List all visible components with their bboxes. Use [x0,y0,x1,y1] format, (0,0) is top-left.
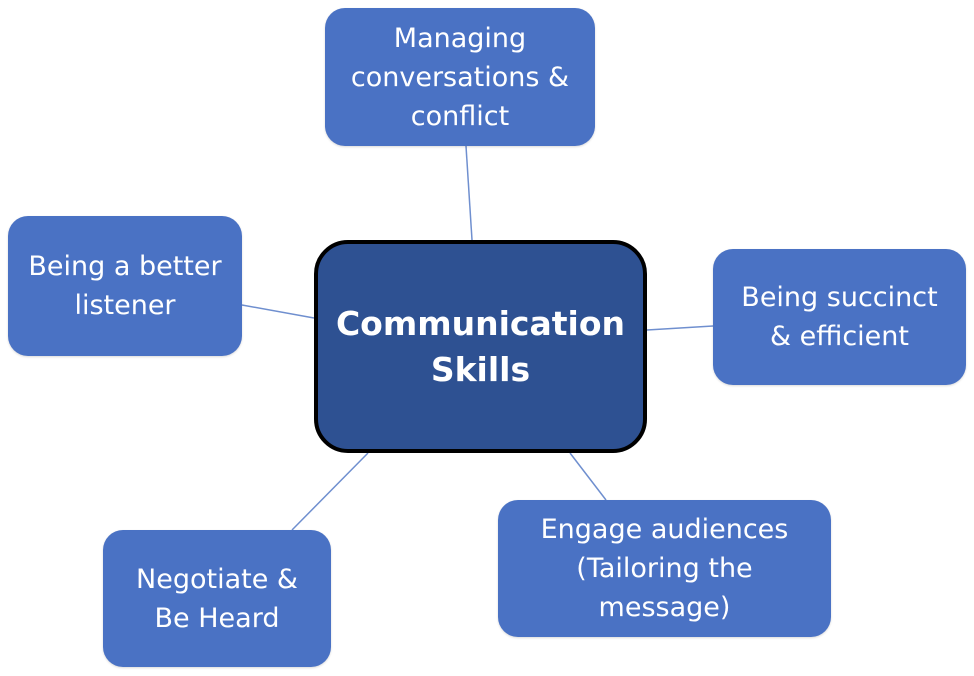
center-node-communication-skills: Communication Skills [314,240,647,453]
node-label: Engage audiences (Tailoring the message) [540,514,789,623]
node-label: Negotiate & Be Heard [136,563,298,634]
node-engage-audiences: Engage audiences (Tailoring the message) [498,500,831,637]
connector-bottom-right [569,452,607,501]
center-node-label: Communication Skills [335,303,626,389]
node-succinct-efficient: Being succinct & efficient [713,249,966,385]
node-label: Being succinct & efficient [741,282,938,352]
node-better-listener: Being a better listener [8,216,242,356]
node-managing-conversations: Managing conversations & conflict [325,8,595,146]
node-label: Being a better listener [28,251,222,321]
connector-left [241,304,315,319]
node-label: Managing conversations & conflict [350,22,570,132]
connector-top [465,145,473,241]
connector-bottom-left [291,452,369,531]
node-negotiate: Negotiate & Be Heard [103,530,331,667]
connector-right [646,325,714,331]
